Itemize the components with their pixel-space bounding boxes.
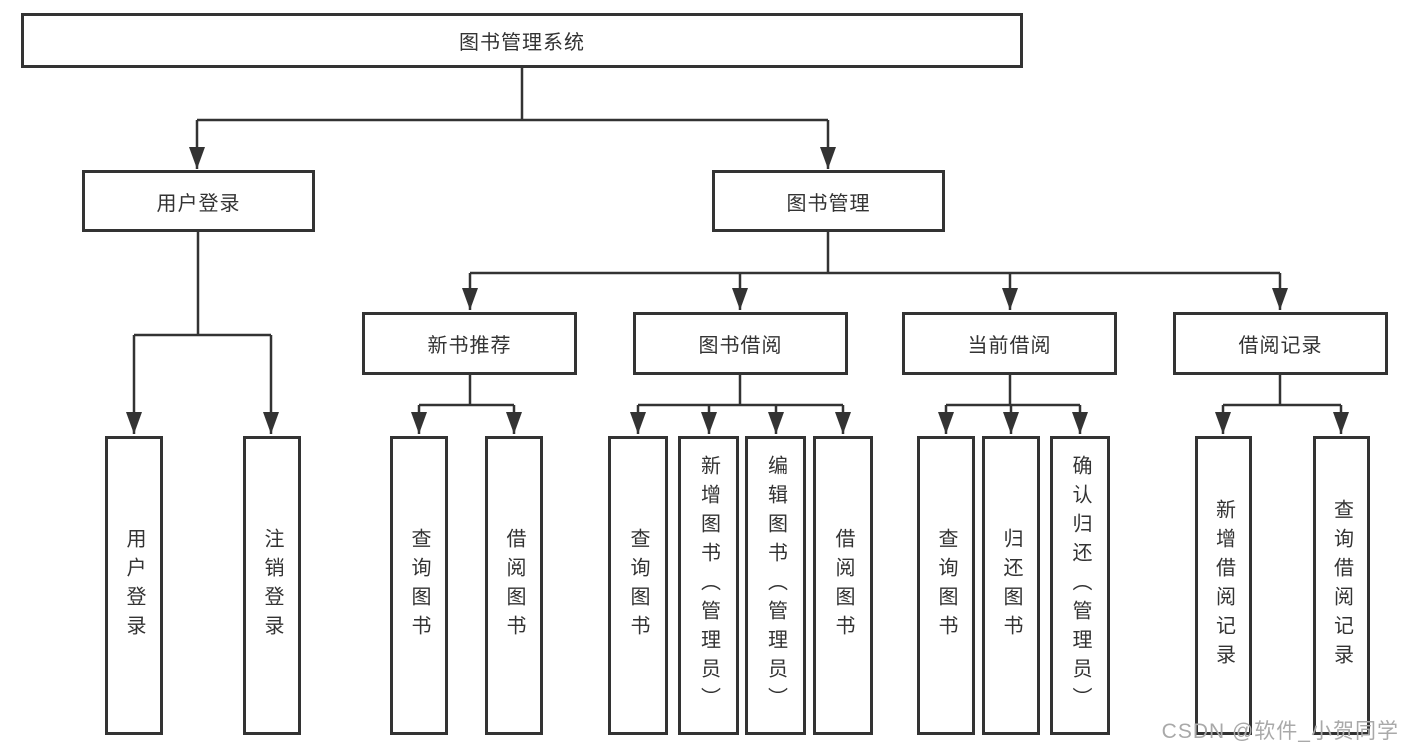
- leaf-rec-borrow-book-label: 借阅图书: [503, 527, 525, 644]
- node-book-management-label: 图书管理: [786, 192, 871, 215]
- leaf-return-book: 归还图书: [982, 436, 1040, 735]
- leaf-borrow-query-book: 查询图书: [608, 436, 668, 735]
- leaf-query-borrow-record-label: 查询借阅记录: [1330, 498, 1353, 673]
- leaf-current-query-book: 查询图书: [917, 436, 975, 735]
- leaf-edit-book-admin-label: 编辑图书（管理员）: [764, 455, 787, 716]
- leaf-confirm-return-admin: 确认归还（管理员）: [1050, 436, 1110, 735]
- node-user-login-label: 用户登录: [156, 192, 241, 215]
- node-book-borrowing-label: 图书借阅: [698, 335, 783, 357]
- leaf-user-login-label: 用户登录: [123, 527, 145, 644]
- leaf-rec-borrow-book: 借阅图书: [485, 436, 543, 735]
- node-current-borrowing: 当前借阅: [902, 312, 1117, 375]
- node-borrowing-records-label: 借阅记录: [1238, 335, 1323, 357]
- leaf-borrow-book: 借阅图书: [813, 436, 873, 735]
- leaf-add-borrow-record: 新增借阅记录: [1195, 436, 1252, 735]
- leaf-confirm-return-admin-label: 确认归还（管理员）: [1069, 455, 1091, 716]
- node-root-label: 图书管理系统: [459, 32, 585, 54]
- leaf-add-book-admin: 新增图书（管理员）: [678, 436, 739, 735]
- leaf-return-book-label: 归还图书: [1000, 527, 1022, 644]
- leaf-current-query-book-label: 查询图书: [935, 527, 957, 644]
- node-new-book-recommend: 新书推荐: [362, 312, 577, 375]
- node-new-book-recommend-label: 新书推荐: [427, 335, 512, 357]
- leaf-add-book-admin-label: 新增图书（管理员）: [697, 455, 720, 716]
- leaf-logout-label: 注销登录: [261, 527, 283, 644]
- leaf-logout: 注销登录: [243, 436, 301, 735]
- leaf-borrow-query-book-label: 查询图书: [627, 527, 649, 644]
- node-borrowing-records: 借阅记录: [1173, 312, 1388, 375]
- node-book-management: 图书管理: [712, 170, 945, 232]
- leaf-rec-query-book-label: 查询图书: [408, 527, 430, 644]
- leaf-add-borrow-record-label: 新增借阅记录: [1212, 498, 1235, 673]
- node-user-login: 用户登录: [82, 170, 315, 232]
- node-current-borrowing-label: 当前借阅: [967, 335, 1052, 357]
- node-root-system: 图书管理系统: [21, 13, 1023, 68]
- leaf-query-borrow-record: 查询借阅记录: [1313, 436, 1370, 735]
- leaf-borrow-book-label: 借阅图书: [832, 527, 854, 644]
- leaf-edit-book-admin: 编辑图书（管理员）: [745, 436, 806, 735]
- leaf-user-login: 用户登录: [105, 436, 163, 735]
- leaf-rec-query-book: 查询图书: [390, 436, 448, 735]
- node-book-borrowing: 图书借阅: [633, 312, 848, 375]
